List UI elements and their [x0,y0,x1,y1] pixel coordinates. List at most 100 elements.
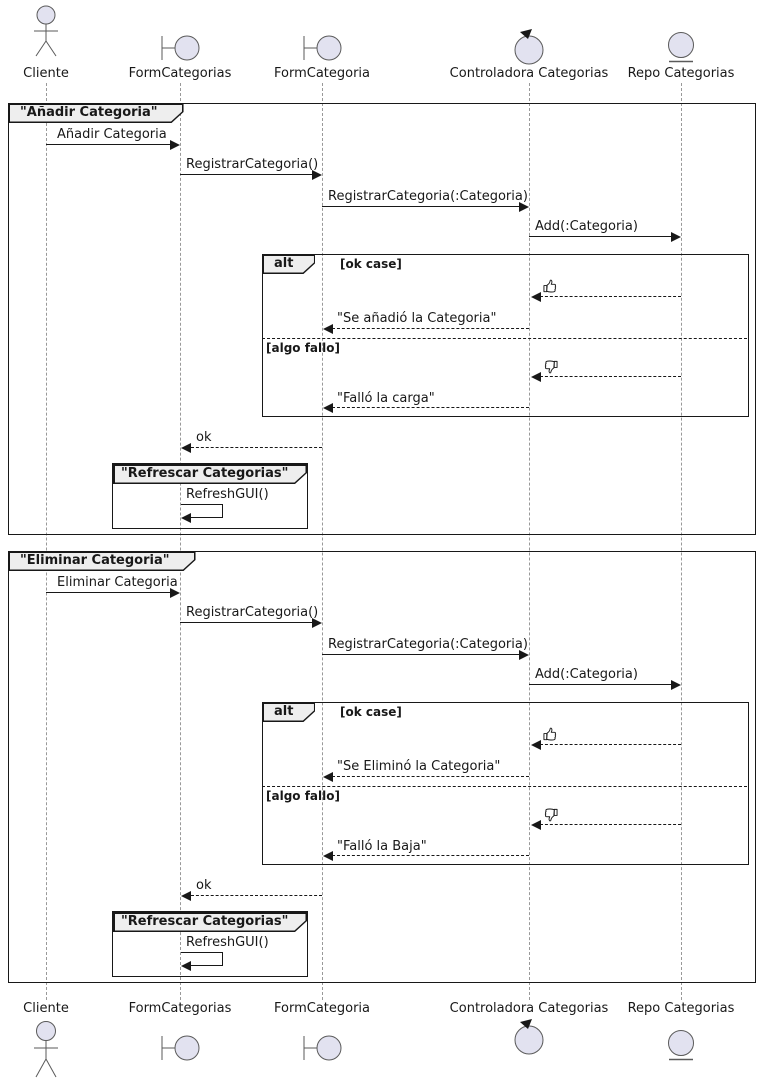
return-arrow [191,447,322,448]
participant-label: FormCategorias [128,1001,232,1016]
arrowhead-right-icon [170,140,180,150]
self-message-arrow [191,517,223,518]
group-frame-anadir [8,103,756,535]
alt-frame [262,702,749,865]
message-arrow [180,622,313,623]
participant-label: FormCategorias [128,66,232,81]
thumbs-down-icon [543,359,558,374]
message-label: "Se añadió la Categoria" [337,311,497,326]
arrowhead-left-icon [323,324,333,334]
arrowhead-left-icon [531,372,541,382]
participant-label: FormCategoria [273,1001,371,1016]
message-arrow [529,684,672,685]
message-arrow [322,654,520,655]
ref-frame-tab: "Refrescar Categorias" [113,464,307,484]
entity-icon [666,30,696,66]
alt-divider [262,786,747,787]
arrowhead-right-icon [519,650,529,660]
control-icon [512,1018,546,1056]
participant-label: Repo Categorias [627,66,735,81]
message-arrow [180,174,313,175]
return-arrow [191,895,322,896]
alt-frame [262,254,749,417]
message-arrow [529,236,672,237]
self-message-arrow [191,965,223,966]
message-label: ok [196,430,212,445]
alt-tab: alt [262,254,315,274]
arrowhead-right-icon [519,202,529,212]
guard-label: [ok case] [340,705,402,719]
thumbs-up-icon [543,279,558,294]
self-message-arrow [181,504,223,505]
return-arrow [540,744,681,745]
ref-frame-tab: "Refrescar Categorias" [113,912,307,932]
return-arrow [332,855,529,856]
arrowhead-left-icon [181,443,191,453]
message-label: Añadir Categoria [57,127,167,142]
arrowhead-right-icon [671,232,681,242]
boundary-icon [302,1034,342,1062]
arrowhead-right-icon [170,588,180,598]
self-message-arrow [222,952,223,966]
tab-shape-fill [10,105,183,122]
tab-shape-fill [10,553,195,570]
alt-keyword: alt [274,256,294,271]
lifeline-formcategoria [322,83,323,1000]
self-message-arrow [181,952,223,953]
message-label: Eliminar Categoria [57,575,178,590]
participant-label: Controladora Categorias [449,1001,609,1016]
participant-label: Cliente [23,66,69,81]
message-label: Add(:Categoria) [535,667,638,682]
tab-shape-fill [264,256,314,273]
actor-icon [33,4,59,60]
lifeline-cliente [46,83,47,1000]
group-frame-anadir-tab: "Añadir Categoria" [8,103,184,123]
boundary-icon [160,1034,200,1062]
arrowhead-left-icon [181,891,191,901]
message-label: RegistrarCategoria() [186,605,319,620]
participant-label: Cliente [23,1001,69,1016]
message-arrow [322,206,520,207]
message-arrow [46,144,171,145]
message-label: RegistrarCategoria(:Categoria) [328,189,528,204]
arrowhead-left-icon [181,961,191,971]
participant-label: FormCategoria [273,66,371,81]
message-label: RefreshGUI() [186,487,269,502]
participant-label: Controladora Categorias [449,66,609,81]
lifeline-formcategorias [180,83,181,1000]
frame-title: "Eliminar Categoria" [20,553,170,568]
lifeline-repo [681,83,682,1000]
guard-label: [algo fallo] [266,341,340,355]
message-arrow [46,592,171,593]
return-arrow [540,376,681,377]
message-label: RegistrarCategoria() [186,157,319,172]
return-arrow [332,776,529,777]
lifeline-controladora [529,83,530,1000]
return-arrow [540,824,681,825]
participant-label: Repo Categorias [627,1001,735,1016]
arrowhead-left-icon [323,772,333,782]
arrowhead-left-icon [181,513,191,523]
boundary-icon [160,34,200,62]
thumbs-up-icon [543,727,558,742]
alt-divider [262,338,747,339]
arrowhead-right-icon [312,170,322,180]
message-label: ok [196,878,212,893]
guard-label: [algo fallo] [266,789,340,803]
alt-tab: alt [262,702,315,722]
message-label: RegistrarCategoria(:Categoria) [328,637,528,652]
frame-title: "Añadir Categoria" [20,105,158,120]
guard-label: [ok case] [340,257,402,271]
return-arrow [332,328,529,329]
arrowhead-left-icon [323,403,333,413]
control-icon [512,28,546,66]
frame-title: "Refrescar Categorias" [121,466,289,481]
ref-frame: "Refrescar Categorias" [112,463,308,529]
tab-shape-fill [115,466,306,483]
alt-keyword: alt [274,704,294,719]
arrowhead-left-icon [531,740,541,750]
group-frame-eliminar-tab: "Eliminar Categoria" [8,551,196,571]
arrowhead-right-icon [671,680,681,690]
message-label: "Falló la carga" [337,391,435,406]
